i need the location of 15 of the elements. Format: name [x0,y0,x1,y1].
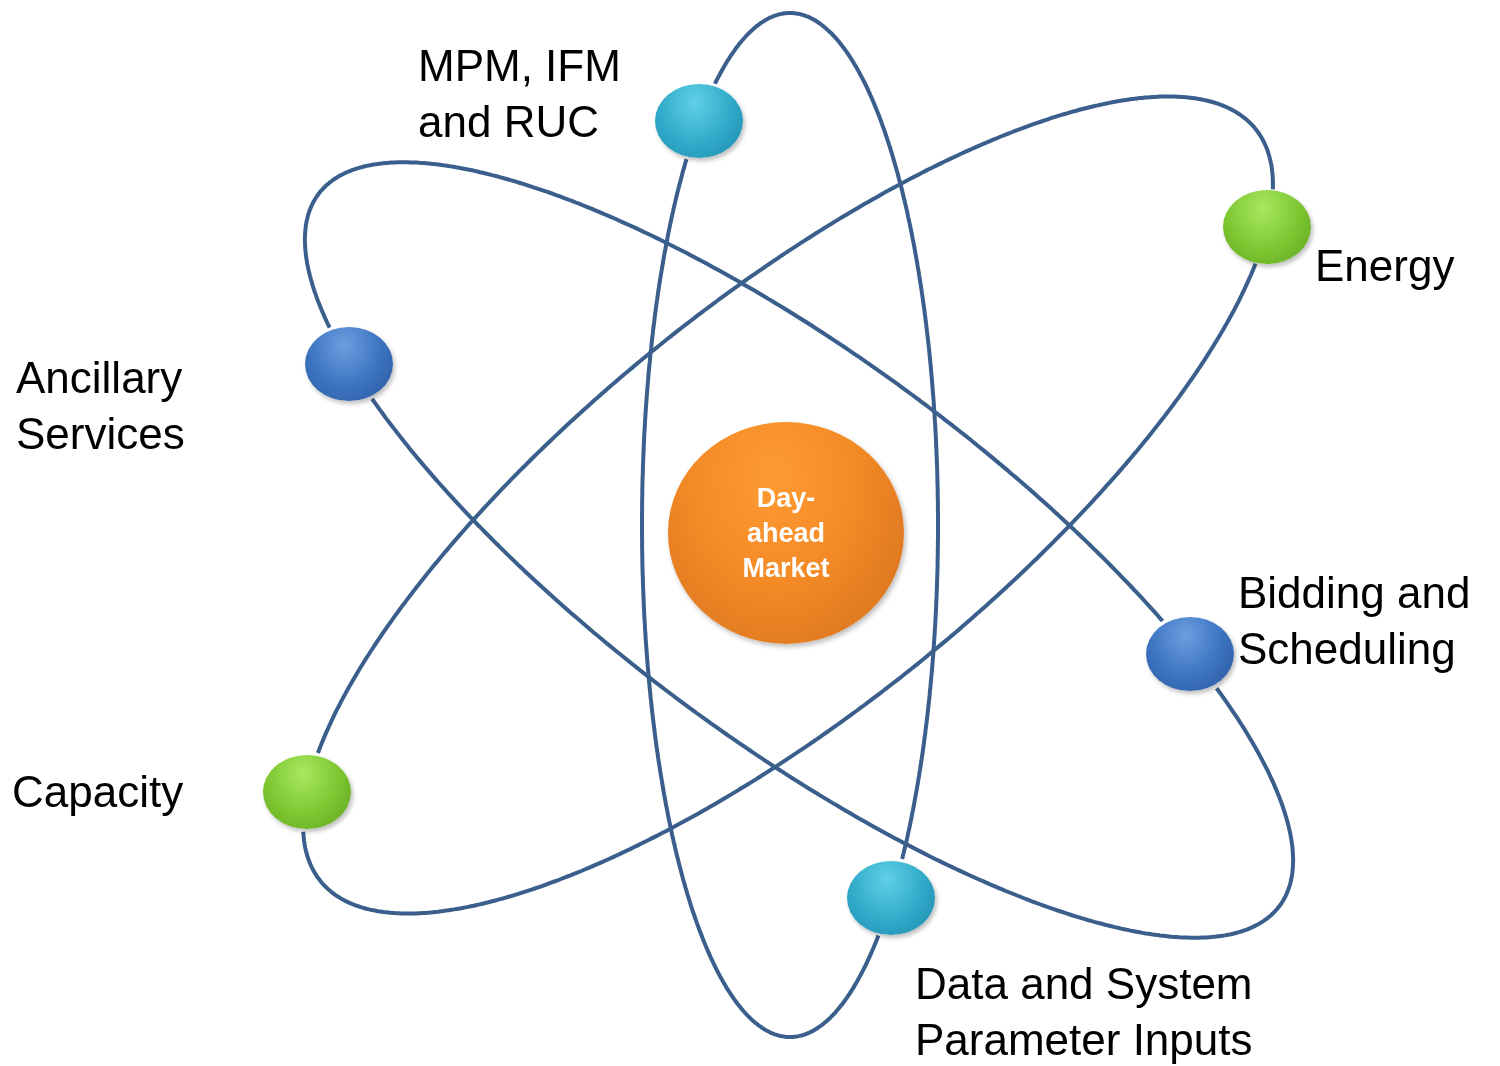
orbit-line [640,158,881,1039]
node-label: Energy [1315,240,1456,292]
node-label: MPM, IFM and RUC [418,40,622,148]
electron-circle [1146,617,1235,691]
orbit-line [370,397,1296,940]
node-label: Capacity [12,766,185,818]
node-label: Bidding and Scheduling [1238,567,1472,675]
orbit-line [302,160,1165,623]
node-label: Ancillary Services [16,352,186,460]
orbit-line [316,94,1275,754]
orbit-line [301,263,1258,916]
orbit-line [713,11,940,860]
center-label: Day-ahead Market [741,481,831,585]
node-label: Data and System Parameter Inputs [915,958,1254,1066]
electron-circle [847,861,936,936]
